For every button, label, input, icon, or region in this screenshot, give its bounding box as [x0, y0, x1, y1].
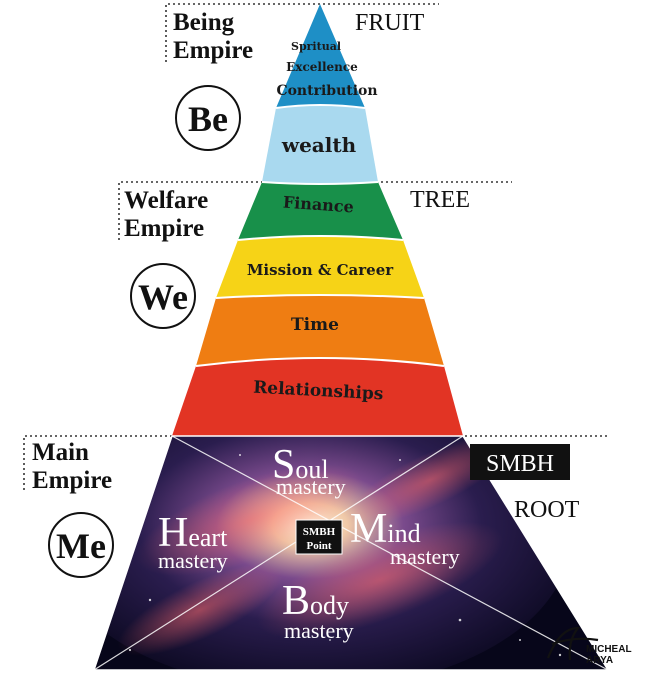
layer-wealth: [262, 105, 378, 184]
label-time: Time: [291, 315, 339, 335]
layer-mission: [216, 236, 424, 298]
smbh-point-line2: Point: [306, 540, 331, 552]
main-empire-line1: Main: [32, 439, 89, 466]
base-outline: [92, 435, 610, 671]
mastery-labels: Soul mastery Heart mastery Mind mastery …: [158, 442, 460, 643]
be-badge-text: Be: [188, 99, 228, 139]
fruit-label: FRUIT: [355, 10, 425, 36]
pyramid-layers: [172, 4, 463, 436]
we-badge-circle: [130, 263, 196, 329]
layer-finance: [238, 182, 403, 240]
me-badge-text: Me: [56, 526, 106, 566]
soul-mastery-title: Soul: [272, 442, 329, 488]
heart-mastery-sub: mastery: [158, 548, 228, 573]
logo-swoosh-icon: [546, 626, 599, 661]
micheal-arya-logo: MICHEAL ARYA: [546, 626, 632, 666]
body-mastery-sub: mastery: [284, 618, 354, 643]
be-badge-circle: [175, 85, 241, 151]
label-spiritual: Spritual: [291, 40, 341, 53]
label-wealth: wealth: [281, 133, 357, 157]
logo-line1: MICHEAL: [586, 644, 632, 655]
welfare-divider: [118, 181, 512, 240]
smbh-box: [470, 444, 570, 480]
soul-mastery-sub: mastery: [276, 474, 346, 499]
welfare-empire-line1: Welfare: [124, 187, 208, 214]
label-contribution: Contribution: [276, 83, 377, 99]
empire-titles: Being Empire Welfare Empire Main Empire: [32, 9, 253, 494]
logo-line2: ARYA: [586, 655, 613, 666]
welfare-empire-line2: Empire: [124, 215, 204, 242]
layer-time: [196, 295, 444, 366]
layer-relationships: [172, 358, 463, 436]
divider-lines: [23, 3, 608, 490]
smbh-label: SMBH: [486, 451, 554, 477]
label-mission-career: Mission & Career: [247, 261, 394, 279]
main-empire-line2: Empire: [32, 467, 112, 494]
tree-label: TREE: [410, 187, 470, 213]
body-mastery-title: Body: [282, 578, 349, 624]
root-label: ROOT: [514, 497, 580, 523]
we-badge-text: We: [138, 277, 188, 317]
smbh-point-line1: SMBH: [303, 526, 336, 538]
being-divider: [165, 3, 439, 62]
being-empire-line2: Empire: [173, 37, 253, 64]
side-labels: FRUIT TREE ROOT SMBH: [355, 10, 580, 523]
being-empire-line1: Being: [173, 9, 235, 36]
mind-mastery-sub: mastery: [390, 544, 460, 569]
smbh-point: SMBH Point: [295, 519, 343, 555]
empire-badges: Be We Me: [48, 85, 241, 578]
layer-spiritual: [276, 4, 365, 108]
label-finance: Finance: [282, 193, 354, 217]
mind-mastery-title: Mind: [350, 506, 421, 552]
me-badge-circle: [48, 512, 114, 578]
label-excellence: Excellence: [286, 60, 358, 74]
heart-mastery-title: Heart: [158, 510, 228, 556]
